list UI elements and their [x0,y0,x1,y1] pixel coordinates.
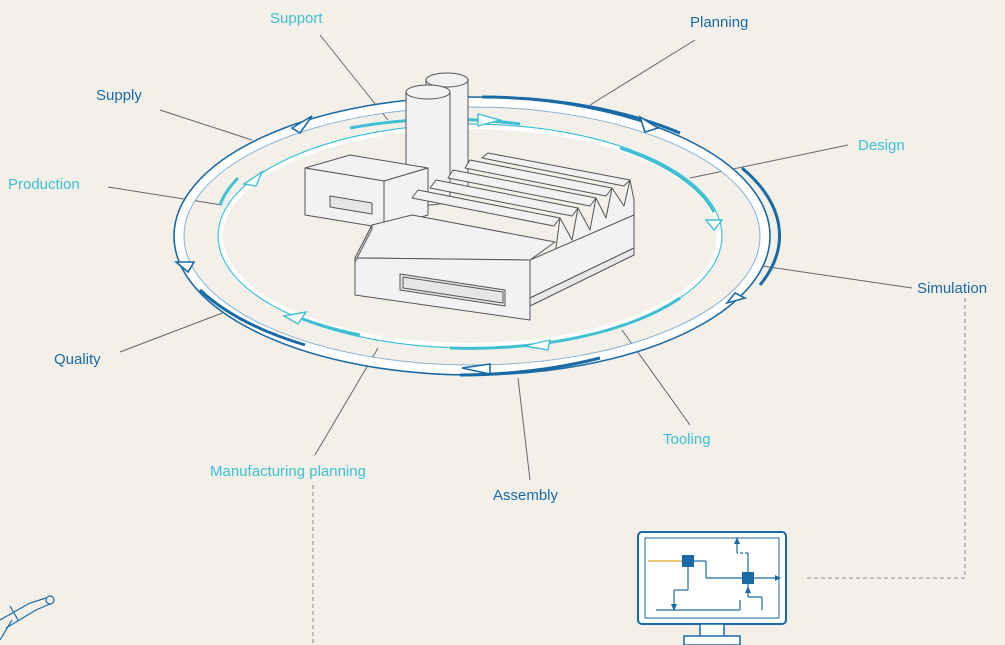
outer-ring-segment-left [198,288,306,347]
leader-assembly [517,377,531,481]
arrow-outer-top-left [290,115,313,135]
leader-simulation [761,265,913,289]
arrow-outer-left [173,261,196,274]
label-planning: Planning [690,14,749,31]
inner-ring-segment-b [619,146,716,213]
leader-lines [107,34,913,481]
arrow-outer-top-right [638,115,660,133]
robot-arm-icon [0,595,55,641]
label-assembly: Assembly [493,487,559,504]
inner-ring-band [217,123,723,349]
label-design: Design [858,137,905,154]
connector-simulation-monitor [805,298,966,579]
inner-ring-segment-d [449,296,681,350]
arrow-outer-right [724,291,748,305]
arrow-inner-bottom-left [281,311,308,325]
outer-ring-segment-top [481,95,681,135]
monitor-icon [637,531,787,645]
label-simulation: Simulation [917,280,988,297]
leader-production [107,186,223,206]
arrow-inner-bottom [523,339,551,351]
label-manufacturing-planning: Manufacturing planning [210,463,366,480]
label-support: Support [270,10,323,27]
dashed-connectors [312,298,966,645]
leader-design [689,144,849,179]
arrow-inner-top [477,113,503,127]
leader-supply [159,109,253,141]
outer-ring-segment-right [741,166,782,286]
inner-ring-arrows [242,113,724,351]
inner-ring-segment-e [299,316,361,337]
label-supply: Supply [96,87,142,104]
label-tooling: Tooling [663,431,711,448]
outer-ring-arrows [173,115,748,375]
leader-planning [589,39,696,106]
outer-ring-inner-edge [183,106,761,366]
label-production: Production [8,176,80,193]
arrow-outer-bottom [461,363,491,375]
label-quality: Quality [54,351,101,368]
arrow-inner-left [242,170,264,187]
factory-illustration [304,72,635,321]
outer-ring-segment-bottom [459,356,601,377]
leader-quality [119,311,226,353]
arrow-inner-right [704,219,724,232]
inner-ring-segment-c [218,176,240,206]
